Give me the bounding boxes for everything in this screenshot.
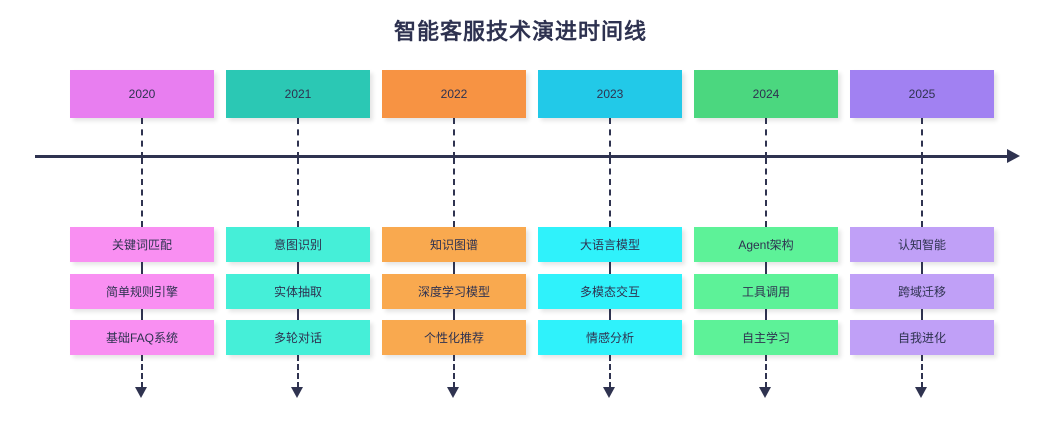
connector-axis-tech xyxy=(453,158,455,227)
connector-tech-tech xyxy=(453,262,455,274)
year-box-2024[interactable]: 2024 xyxy=(694,70,838,118)
tech-box[interactable]: 工具调用 xyxy=(694,274,838,309)
connector-tech-end xyxy=(141,355,143,388)
connector-tech-tech xyxy=(297,262,299,274)
page-title: 智能客服技术演进时间线 xyxy=(393,19,647,44)
year-box-2020[interactable]: 2020 xyxy=(70,70,214,118)
connector-year-axis xyxy=(765,118,767,158)
tech-box[interactable]: 自我进化 xyxy=(850,320,994,355)
connector-axis-tech xyxy=(765,158,767,227)
connector-tech-end xyxy=(921,355,923,388)
connector-year-axis xyxy=(453,118,455,158)
tech-box[interactable]: 自主学习 xyxy=(694,320,838,355)
arrow-down-icon xyxy=(603,387,615,398)
connector-tech-end xyxy=(297,355,299,388)
connector-tech-tech xyxy=(453,309,455,320)
arrow-down-icon xyxy=(759,387,771,398)
connector-tech-tech xyxy=(141,262,143,274)
timeline-axis-line xyxy=(35,155,1010,158)
tech-box[interactable]: 多模态交互 xyxy=(538,274,682,309)
arrow-down-icon xyxy=(915,387,927,398)
year-box-2023[interactable]: 2023 xyxy=(538,70,682,118)
connector-axis-tech xyxy=(609,158,611,227)
connector-tech-tech xyxy=(297,309,299,320)
timeline-axis-arrow-icon xyxy=(1007,149,1020,163)
connector-tech-tech xyxy=(765,309,767,320)
arrow-down-icon xyxy=(135,387,147,398)
connector-year-axis xyxy=(609,118,611,158)
arrow-down-icon xyxy=(291,387,303,398)
connector-axis-tech xyxy=(297,158,299,227)
connector-tech-tech xyxy=(609,309,611,320)
year-box-2021[interactable]: 2021 xyxy=(226,70,370,118)
connector-tech-tech xyxy=(921,309,923,320)
connector-year-axis xyxy=(141,118,143,158)
arrow-down-icon xyxy=(447,387,459,398)
connector-tech-tech xyxy=(609,262,611,274)
tech-box[interactable]: 简单规则引擎 xyxy=(70,274,214,309)
connector-year-axis xyxy=(297,118,299,158)
year-box-2025[interactable]: 2025 xyxy=(850,70,994,118)
connector-tech-end xyxy=(453,355,455,388)
connector-tech-tech xyxy=(765,262,767,274)
tech-box[interactable]: 跨域迁移 xyxy=(850,274,994,309)
tech-box[interactable]: 大语言模型 xyxy=(538,227,682,262)
tech-box[interactable]: 深度学习模型 xyxy=(382,274,526,309)
tech-box[interactable]: 情感分析 xyxy=(538,320,682,355)
connector-tech-tech xyxy=(921,262,923,274)
connector-axis-tech xyxy=(141,158,143,227)
connector-axis-tech xyxy=(921,158,923,227)
tech-box[interactable]: 认知智能 xyxy=(850,227,994,262)
connector-tech-end xyxy=(609,355,611,388)
tech-box[interactable]: 知识图谱 xyxy=(382,227,526,262)
connector-tech-end xyxy=(765,355,767,388)
tech-box[interactable]: 实体抽取 xyxy=(226,274,370,309)
tech-box[interactable]: Agent架构 xyxy=(694,227,838,262)
tech-box[interactable]: 意图识别 xyxy=(226,227,370,262)
tech-box[interactable]: 多轮对话 xyxy=(226,320,370,355)
tech-box[interactable]: 基础FAQ系统 xyxy=(70,320,214,355)
connector-year-axis xyxy=(921,118,923,158)
tech-box[interactable]: 个性化推荐 xyxy=(382,320,526,355)
tech-box[interactable]: 关键词匹配 xyxy=(70,227,214,262)
connector-tech-tech xyxy=(141,309,143,320)
year-box-2022[interactable]: 2022 xyxy=(382,70,526,118)
